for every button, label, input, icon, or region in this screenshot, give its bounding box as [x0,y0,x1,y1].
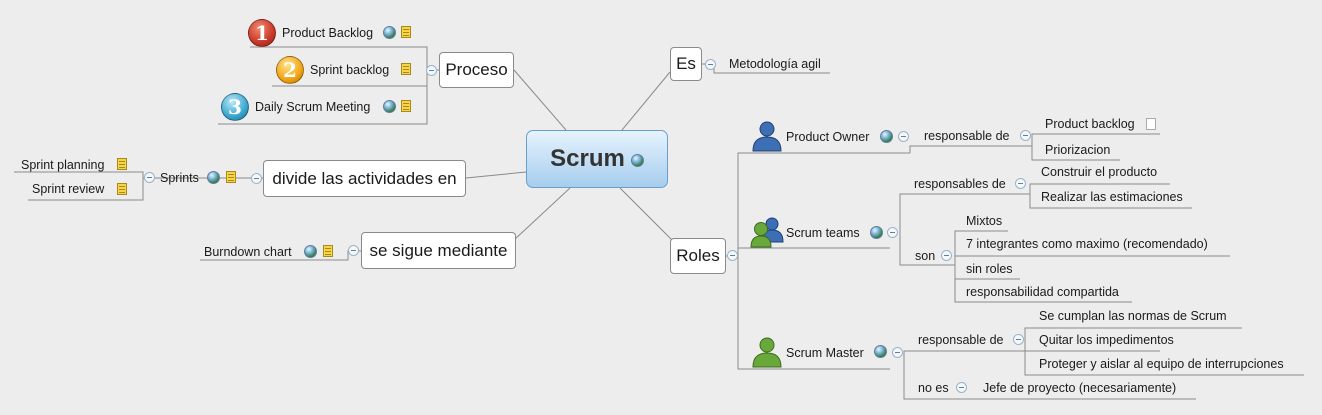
sm-item1-2[interactable]: Quitar los impedimentos [1039,333,1174,347]
sm-item1-1[interactable]: Se cumplan las normas de Scrum [1039,309,1227,323]
collapse-toggle[interactable] [705,59,716,70]
sigue-item-1[interactable]: Burndown chart [204,245,292,259]
team-icon [750,217,784,248]
topic-sigue-label: se sigue mediante [369,240,508,260]
role-product-owner[interactable]: Product Owner [786,130,870,144]
person-green-icon [752,337,782,368]
globe-icon [630,153,644,167]
note-icon [117,183,127,195]
globe-icon [880,130,893,143]
role-scrum-teams[interactable]: Scrum teams [786,226,860,240]
sm-item1-3[interactable]: Proteger y aislar al equipo de interrupc… [1039,357,1284,371]
st-item2-3[interactable]: sin roles [966,262,1013,276]
po-item-1[interactable]: Product backlog [1045,117,1135,131]
st-item2-1[interactable]: Mixtos [966,214,1003,228]
st-relation-1[interactable]: responsables de [914,177,1006,191]
po-item-2[interactable]: Priorizacion [1045,143,1111,157]
priority-1-icon: 1 [248,19,276,47]
collapse-toggle[interactable] [892,347,903,358]
sprints-topic[interactable]: Sprints [160,171,199,185]
central-topic-label: Scrum [550,145,625,172]
topic-roles-label: Roles [676,246,720,265]
topic-es[interactable]: Es [670,47,702,81]
note-icon [117,158,127,170]
st-relation-2[interactable]: son [915,249,936,263]
collapse-toggle[interactable] [144,172,155,183]
priority-3-icon: 3 [221,93,249,121]
sm-relation-1[interactable]: responsable de [918,333,1004,347]
collapse-toggle[interactable] [898,131,909,142]
central-topic[interactable]: Scrum [526,130,668,188]
topic-sigue[interactable]: se sigue mediante [361,232,516,269]
globe-icon [207,171,220,184]
globe-icon [383,26,396,39]
note-icon [226,171,236,183]
st-item1-1[interactable]: Construir el producto [1041,165,1158,179]
note-icon [401,100,411,112]
globe-icon [874,345,887,358]
st-item1-2[interactable]: Realizar las estimaciones [1041,190,1183,204]
sprints-item-1[interactable]: Sprint planning [21,158,105,172]
es-item[interactable]: Metodología agil [729,57,821,71]
proceso-item-3[interactable]: Daily Scrum Meeting [255,100,371,114]
collapse-toggle[interactable] [941,250,952,261]
topic-proceso-label: Proceso [445,60,508,79]
topic-roles[interactable]: Roles [670,238,726,274]
topic-divide[interactable]: divide las actividades en [263,160,466,197]
role-scrum-master[interactable]: Scrum Master [786,346,864,360]
person-blue-icon [752,121,782,152]
sm-item2-1[interactable]: Jefe de proyecto (necesariamente) [983,381,1177,395]
globe-icon [383,100,396,113]
note-icon [401,26,411,38]
sprints-item-2[interactable]: Sprint review [32,182,105,196]
proceso-item-2[interactable]: Sprint backlog [310,63,390,77]
st-item2-4[interactable]: responsabilidad compartida [966,285,1119,299]
note-icon [323,245,333,257]
collapse-toggle[interactable] [887,227,898,238]
priority-2-icon: 2 [276,56,304,84]
collapse-toggle[interactable] [956,382,967,393]
document-icon [1146,118,1156,130]
collapse-toggle[interactable] [426,65,437,76]
note-icon [401,63,411,75]
collapse-toggle[interactable] [1015,178,1026,189]
topic-divide-label: divide las actividades en [272,168,457,188]
sm-relation-2[interactable]: no es [918,381,949,395]
collapse-toggle[interactable] [251,173,262,184]
po-relation[interactable]: responsable de [924,129,1010,143]
collapse-toggle[interactable] [1020,130,1031,141]
st-item2-2[interactable]: 7 integrantes como maximo (recomendado) [966,237,1208,251]
globe-icon [304,245,317,258]
collapse-toggle[interactable] [348,245,359,256]
proceso-item-1[interactable]: Product Backlog [282,26,374,40]
topic-es-label: Es [676,54,696,73]
topic-proceso[interactable]: Proceso [439,52,514,88]
collapse-toggle[interactable] [727,250,738,261]
collapse-toggle[interactable] [1013,334,1024,345]
globe-icon [870,226,883,239]
